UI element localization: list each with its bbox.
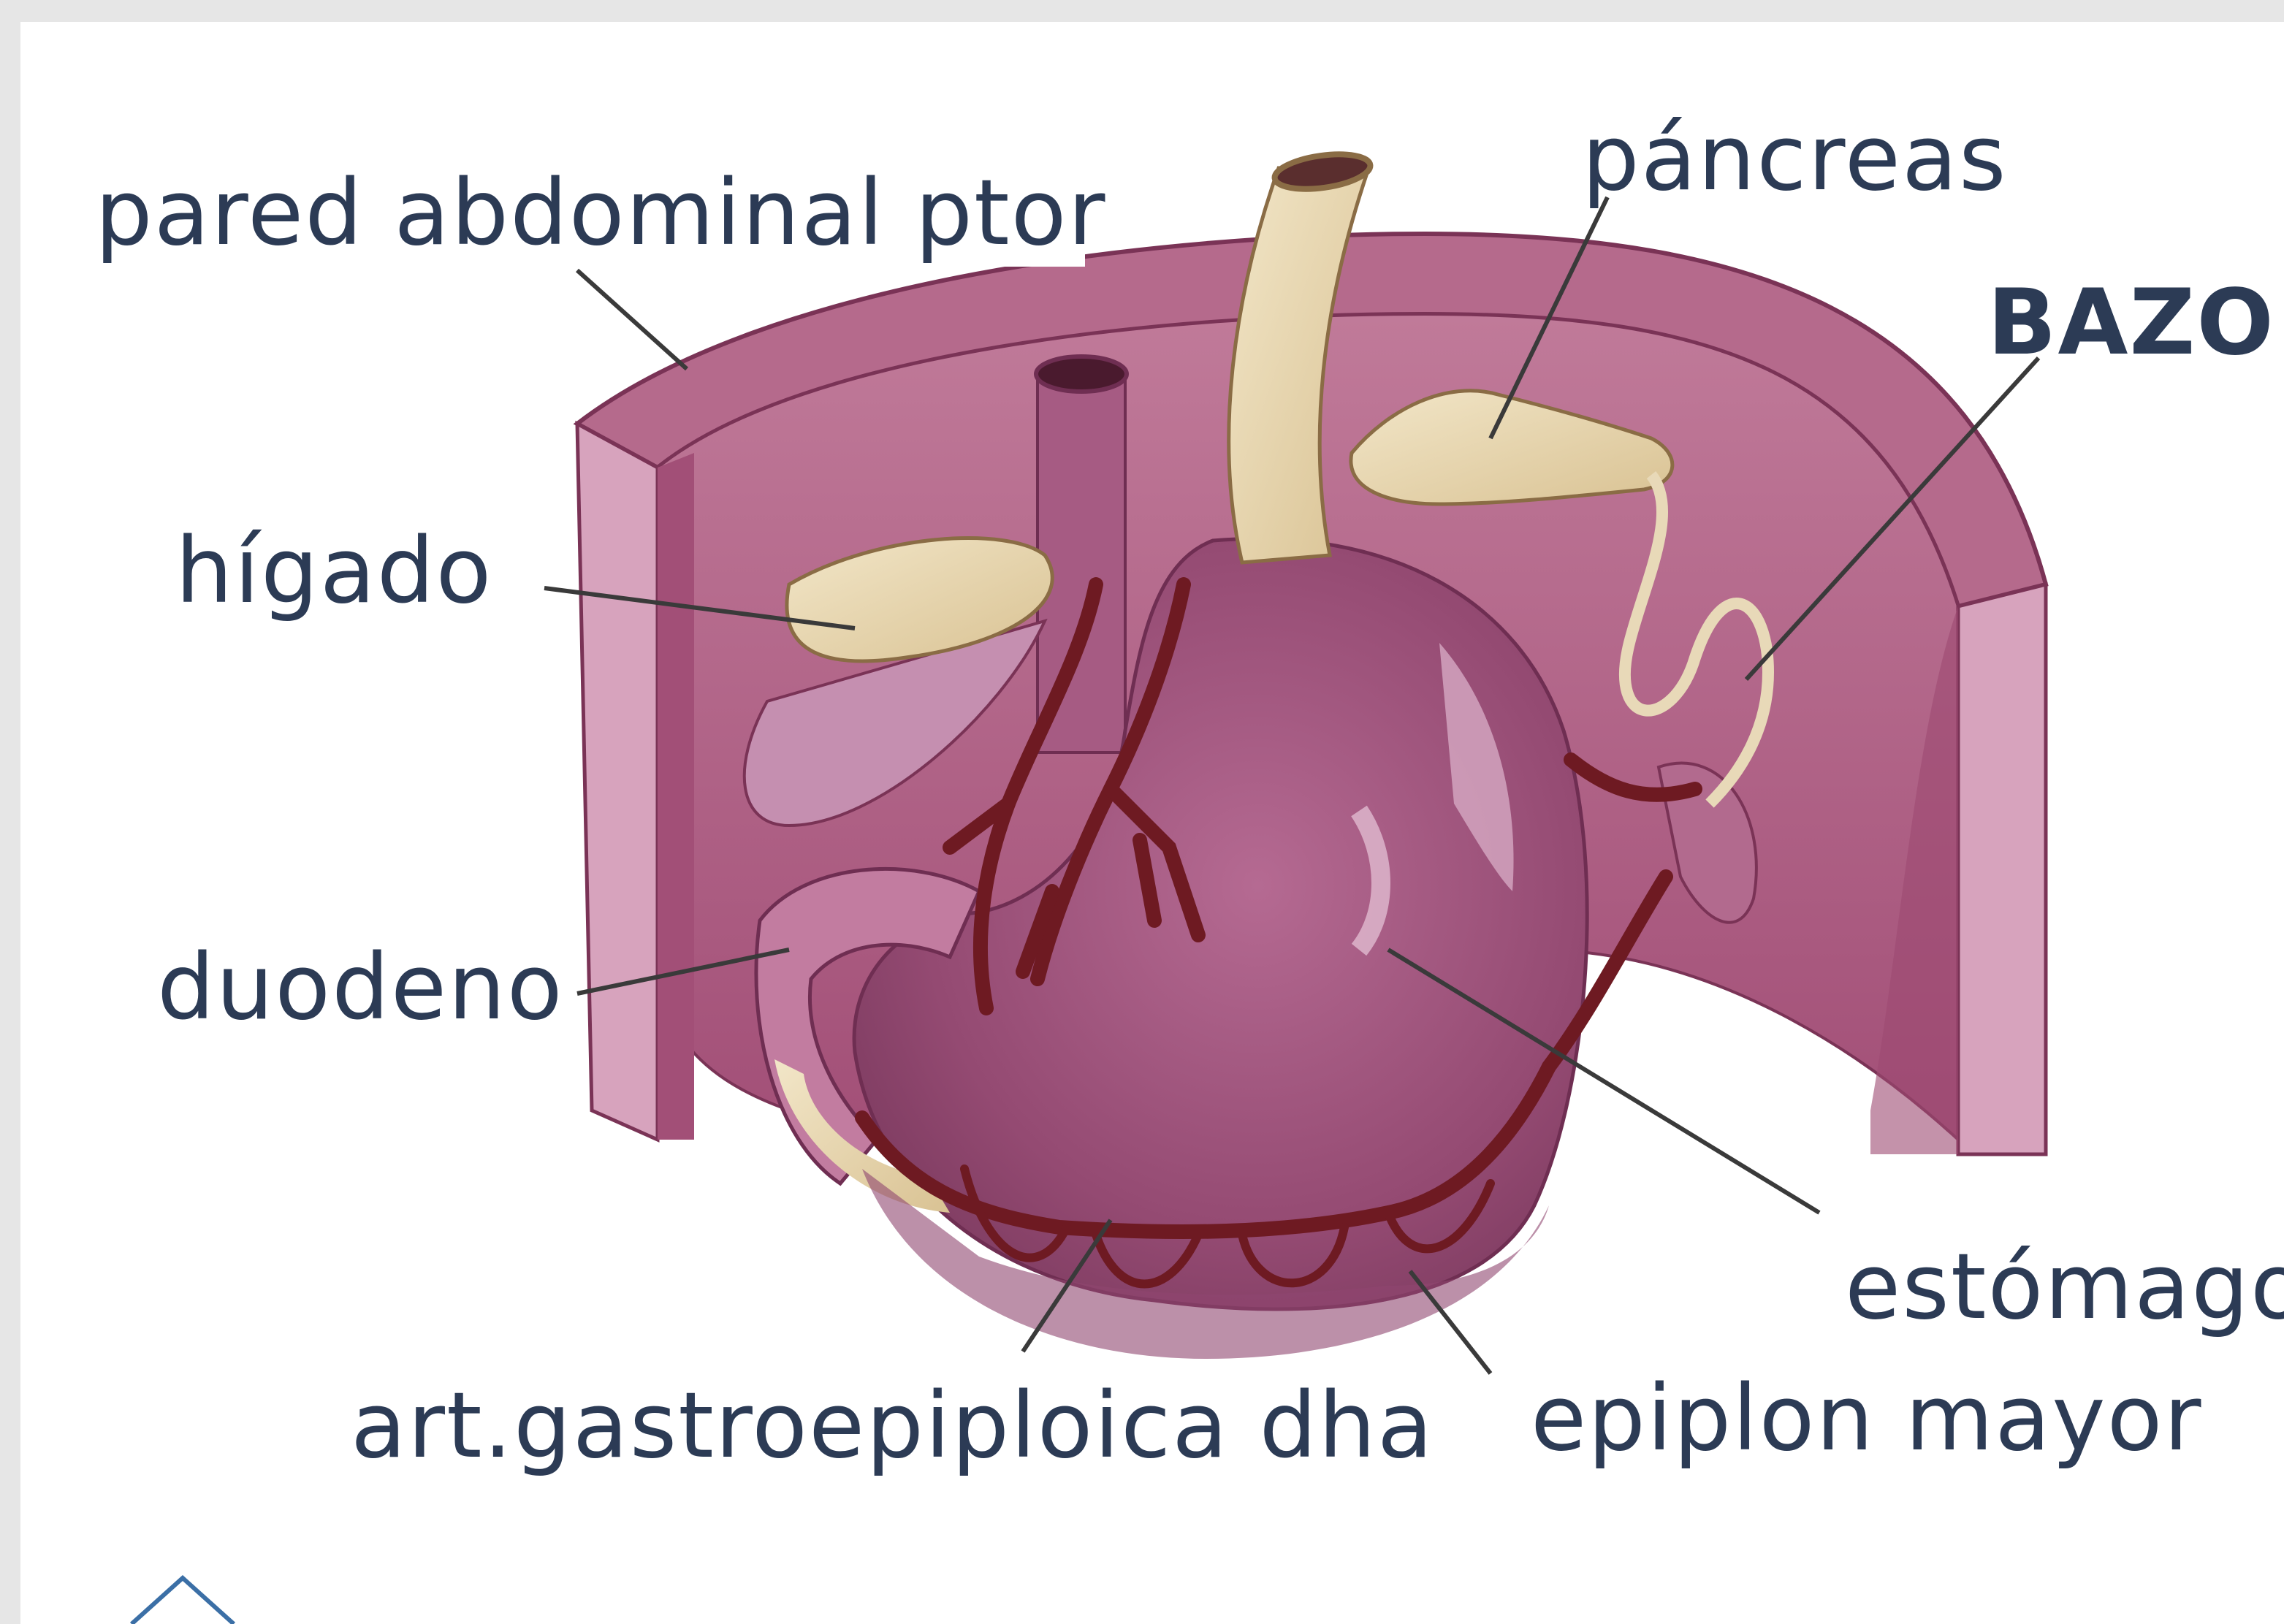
label-duodenum: duodeno [157, 942, 564, 1033]
corner-triangle-icon [132, 1578, 234, 1624]
label-liver: hígado [175, 526, 492, 617]
label-spleen: BAZO [1987, 278, 2275, 368]
aorta [1036, 357, 1127, 752]
label-pancreas: páncreas [1582, 113, 2008, 204]
leader-wall [577, 270, 687, 369]
label-stomach: estómago [1845, 1242, 2284, 1333]
label-omentum: epiplon mayor [1531, 1373, 2203, 1464]
label-abdominal-wall: pared abdominal ptor [95, 168, 1107, 259]
label-artery: art.gastroepiploica dha [351, 1381, 1434, 1471]
